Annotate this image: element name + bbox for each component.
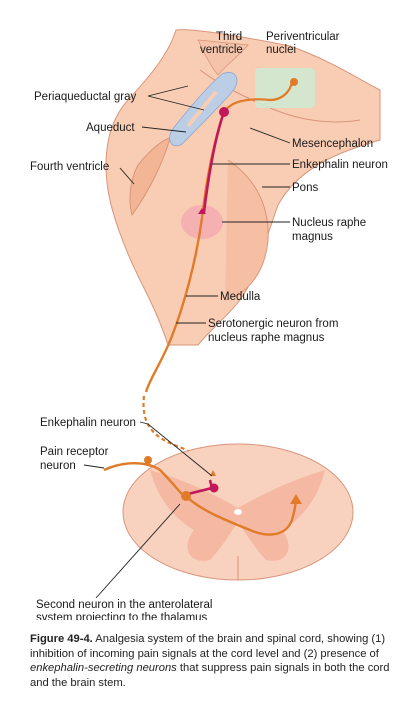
label-nucleus-raphe-2: magnus [292, 231, 333, 243]
label-mesencephalon: Mesencephalon [292, 138, 373, 150]
label-enkephalin-neuron-top: Enkephalin neuron [292, 159, 388, 171]
enkephalin-soma-brainstem [219, 107, 229, 117]
label-fourth-ventricle: Fourth ventricle [30, 161, 109, 173]
label-medulla: Medulla [220, 291, 261, 303]
enkephalin-axon-brainstem [202, 111, 226, 213]
leader-mesencephalon [249, 127, 291, 144]
leader-fourth-ventricle [119, 167, 135, 185]
central-canal [234, 509, 242, 515]
label-serotonergic-2: nucleus raphe magnus [208, 332, 325, 344]
leader-enkephalin-cord [139, 421, 213, 477]
label-second-neuron-2: system projecting to the thalamus [36, 612, 208, 620]
synapse-arrow-cord [210, 470, 216, 476]
second-neuron-soma [181, 491, 191, 501]
analgesia-diagram: Third ventricle Periventricular nuclei P… [30, 29, 388, 620]
pons-region [224, 159, 269, 301]
label-aqueduct: Aqueduct [86, 122, 135, 134]
label-nucleus-raphe-1: Nucleus raphe [292, 217, 366, 229]
label-third-ventricle-1: Third [216, 31, 242, 43]
second-neuron-axon [185, 495, 298, 536]
figure-caption: Figure 49-4. Analgesia system of the bra… [30, 632, 402, 690]
caption-text-2: that suppress pain signals in both the c… [30, 662, 390, 689]
label-pons: Pons [292, 182, 318, 194]
ascending-arrow [290, 494, 302, 504]
serotonergic-axon [144, 217, 204, 393]
label-periventricular-2: nuclei [266, 44, 296, 56]
figure-number: Figure 49-4. [30, 633, 93, 645]
label-serotonergic-1: Serotonergic neuron from [208, 318, 338, 330]
label-second-neuron-1: Second neuron in the anterolateral [36, 599, 212, 611]
label-pain-receptor-1: Pain receptor [40, 446, 109, 458]
leader-periaqueductal-2 [147, 85, 189, 97]
fourth-ventricle [129, 137, 171, 217]
leader-aqueduct [141, 126, 187, 133]
caption-italic: enkephalin-secreting neurons [30, 662, 177, 675]
synapse-arrow-raphe [198, 208, 206, 214]
label-periaqueductal-gray: Periaqueductal gray [34, 91, 137, 103]
leader-second-neuron [95, 503, 181, 599]
label-periventricular-1: Periventricular [266, 31, 340, 43]
third-ventricle [197, 39, 249, 76]
label-enkephalin-neuron-cord: Enkephalin neuron [40, 417, 136, 429]
leader-pain-receptor [83, 464, 105, 469]
label-third-ventricle-2: ventricle [200, 44, 243, 56]
label-pain-receptor-2: neuron [40, 460, 76, 472]
periventricular-nuclei [255, 68, 315, 108]
pain-receptor-stalk [147, 459, 151, 467]
periventricular-soma [290, 78, 298, 86]
leader-periaqueductal [147, 95, 205, 111]
serotonergic-axon-dashed [142, 395, 212, 481]
pain-receptor-axon [103, 462, 183, 495]
enkephalin-soma-cord [209, 483, 219, 493]
caption-text-1: Analgesia system of the brain and spinal… [30, 633, 386, 660]
